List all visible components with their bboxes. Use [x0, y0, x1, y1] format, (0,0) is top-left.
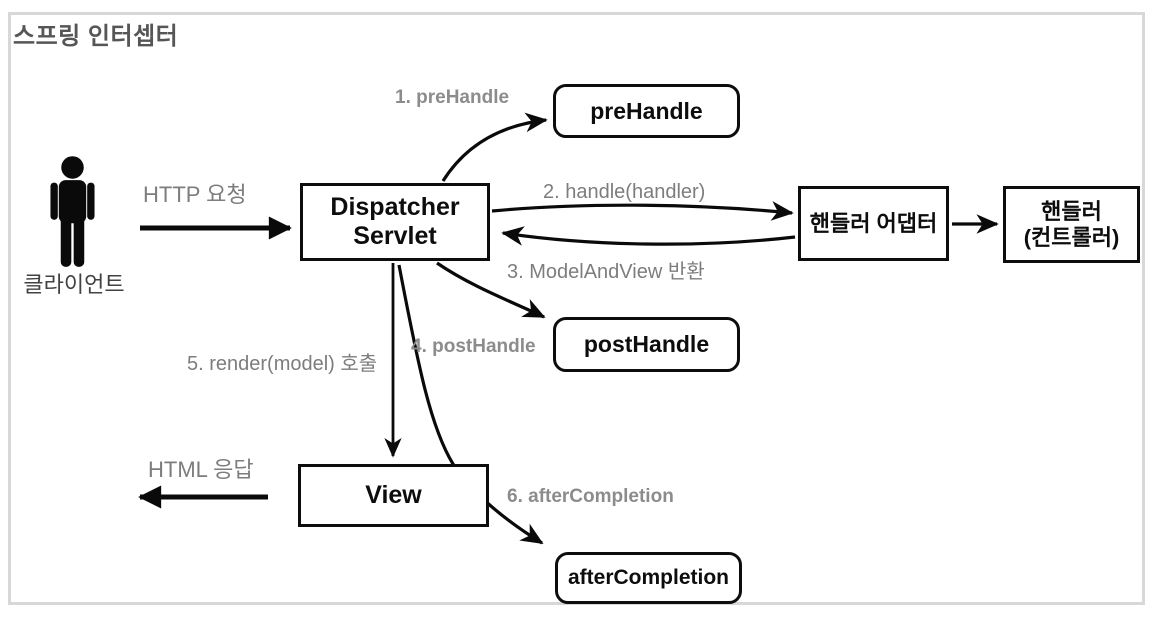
- posthandle-arrow: [436, 261, 546, 319]
- prehandle-arrow: [441, 112, 548, 182]
- handler-adapter-box: 핸들러 어댑터: [798, 186, 949, 261]
- dispatcher-servlet-line1: Dispatcher: [330, 193, 460, 222]
- dispatcher-servlet-box: Dispatcher Servlet: [300, 183, 490, 261]
- diagram-title: 스프링 인터셉터: [13, 23, 179, 50]
- step5-render-label: 5. render(model) 호출: [187, 353, 378, 375]
- aftercompletion-arrow: [397, 264, 544, 545]
- step1-prehandle-label: 1. preHandle: [395, 87, 510, 108]
- view-box: View: [298, 464, 489, 527]
- client-label: 클라이언트: [23, 272, 125, 297]
- handler-controller-line2: (컨트롤러): [1023, 224, 1120, 250]
- html-response-label: HTML 응답: [148, 457, 254, 482]
- posthandle-box: postHandle: [553, 317, 740, 372]
- aftercompletion-label: afterCompletion: [567, 565, 729, 589]
- prehandle-label: preHandle: [590, 97, 703, 124]
- view-label: View: [365, 481, 422, 510]
- aftercompletion-box: afterCompletion: [555, 552, 742, 604]
- step6-aftercompletion-label: 6. afterCompletion: [507, 486, 674, 507]
- handler-controller-box: 핸들러 (컨트롤러): [1003, 186, 1140, 263]
- handler-adapter-label: 핸들러 어댑터: [809, 210, 938, 236]
- handle-arrow: [491, 201, 794, 221]
- step2-handle-label: 2. handle(handler): [543, 181, 706, 203]
- posthandle-label: postHandle: [583, 331, 710, 358]
- step4-posthandle-label: 4. postHandle: [411, 336, 536, 357]
- handler-controller-line1: 핸들러: [1041, 199, 1102, 225]
- prehandle-box: preHandle: [553, 84, 740, 138]
- step3-modelandview-label: 3. ModelAndView 반환: [507, 261, 705, 283]
- modelandview-return-arrow: [501, 226, 796, 246]
- dispatcher-servlet-line2: Servlet: [353, 222, 437, 250]
- http-request-label: HTTP 요청: [143, 182, 247, 207]
- person-icon: [50, 156, 95, 267]
